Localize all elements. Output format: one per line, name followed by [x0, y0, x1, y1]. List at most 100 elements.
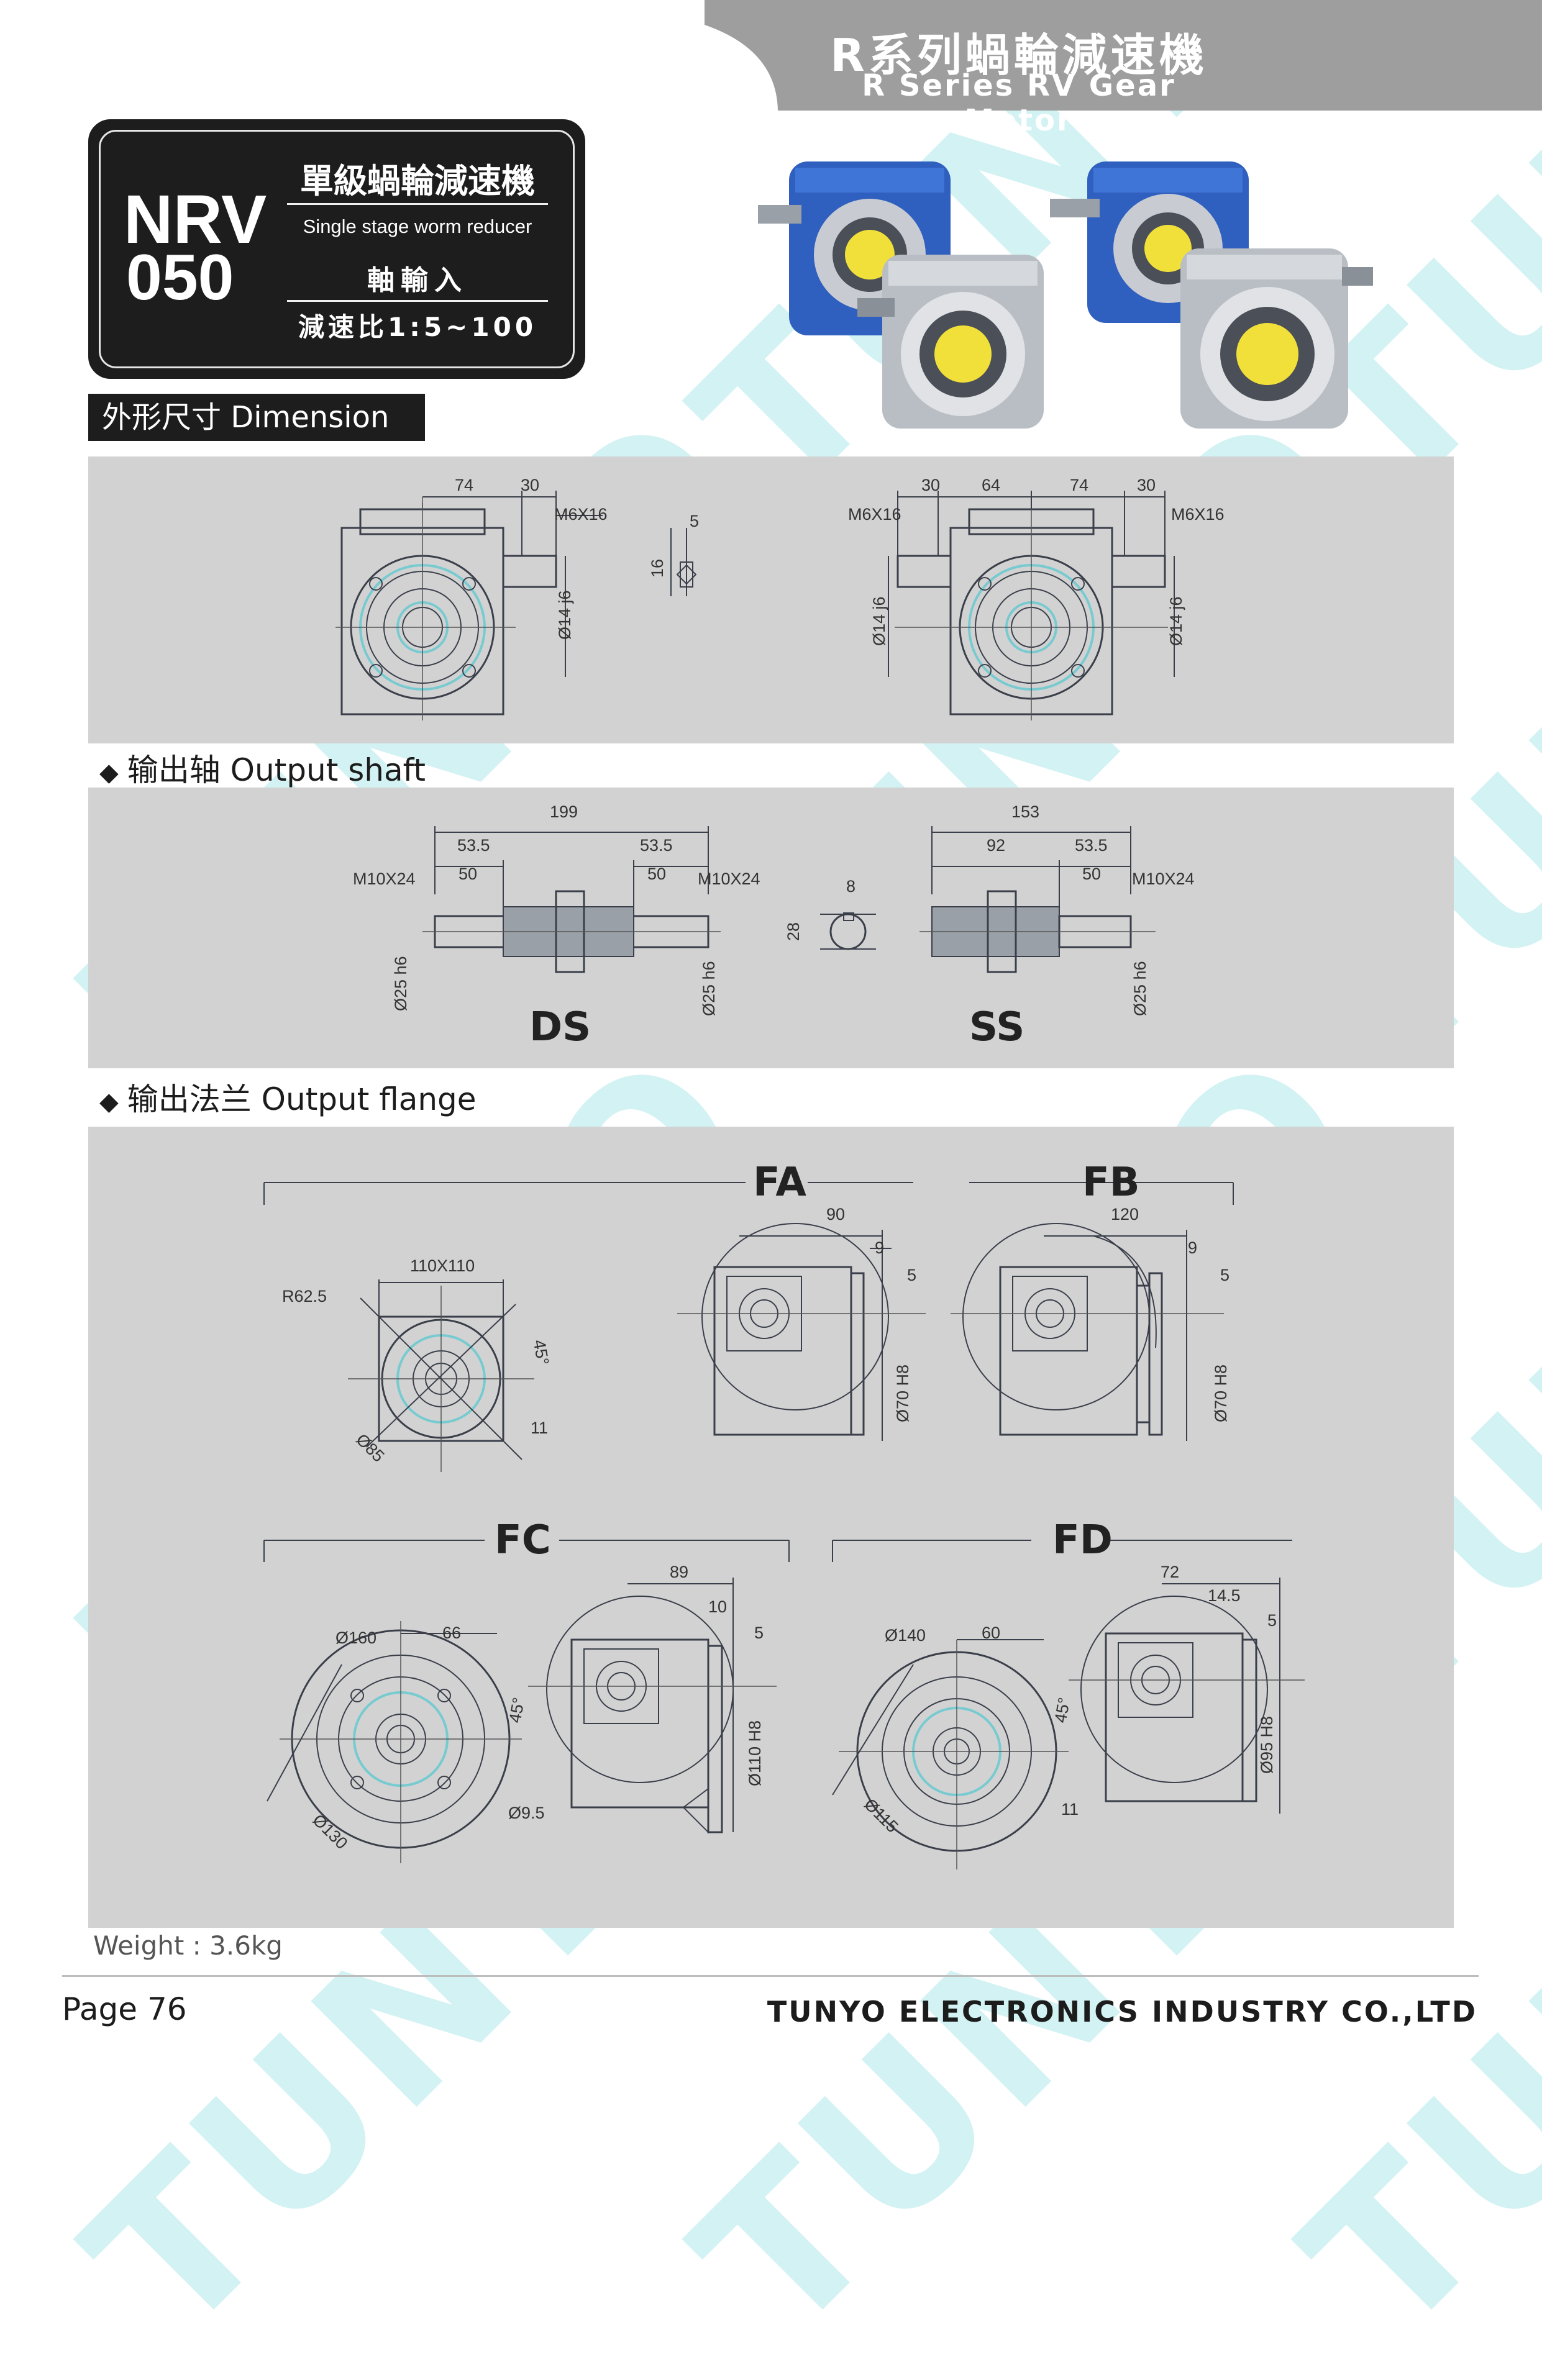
flange-fc-9-5: Ø9.5	[508, 1804, 545, 1822]
section-dimension: 外形尺寸 Dimension	[88, 394, 425, 441]
input-type: 軸輸入	[367, 265, 468, 296]
flange-fd-95: Ø95 H8	[1257, 1715, 1276, 1774]
key-detail-top	[670, 528, 697, 596]
product-photo-left	[758, 161, 1044, 429]
product-photo-right	[1050, 161, 1373, 429]
footer-rule	[62, 1975, 1479, 1977]
shaft-ds-thread-r: M10X24	[698, 870, 760, 888]
shaft-ds-total: 199	[550, 802, 578, 821]
dim-30-r2: 30	[1137, 476, 1156, 494]
dim-thread-r2: M6X16	[1171, 505, 1225, 524]
flange-fc-label: FC	[495, 1517, 551, 1563]
flange-fa-9: 9	[875, 1238, 885, 1257]
flange-fc-5: 5	[754, 1624, 764, 1642]
flange-45b: 45°	[505, 1696, 529, 1725]
flange-fc-66: 66	[442, 1624, 462, 1642]
shaft-ds-50a: 50	[458, 865, 478, 883]
shaft-ds-thread-l: M10X24	[353, 870, 416, 888]
flange-fb-5: 5	[1220, 1266, 1230, 1284]
dim-64: 64	[982, 476, 1001, 494]
reducer-type-cn: 單級蝸輪減速機	[300, 161, 535, 201]
shaft-ss-dia: Ø25 h6	[1131, 961, 1149, 1016]
flange-fa-70: Ø70 H8	[893, 1364, 912, 1422]
flange-r62-5: R62.5	[282, 1287, 327, 1306]
shaft-key-8: 8	[846, 877, 856, 896]
flange-fd-5: 5	[1267, 1611, 1277, 1630]
flange-fd-14-5: 14.5	[1208, 1586, 1241, 1605]
shaft-ds-drawing	[422, 826, 721, 973]
page-number: Page 76	[62, 1991, 187, 2027]
flange-fa-5: 5	[907, 1266, 917, 1284]
header-title-en: R Series RV Gear Motor	[862, 68, 1176, 138]
bullet-icon: ◆	[99, 758, 119, 787]
shaft-ss-50: 50	[1082, 865, 1102, 883]
dim-thread-r1: M6X16	[848, 505, 901, 524]
flange-45a: 45°	[529, 1338, 553, 1367]
flange-fc-front	[267, 1621, 522, 1863]
flange-fd-72: 72	[1161, 1563, 1180, 1581]
dim-74-r: 74	[1070, 476, 1089, 494]
flange-sq-110: 110X110	[410, 1256, 475, 1275]
model-badge: NRV 050 單級蝸輪減速機 Single stage worm reduce…	[88, 119, 585, 379]
reducer-type-en: Single stage worm reducer	[303, 216, 532, 237]
flange-fb-label: FB	[1082, 1160, 1140, 1206]
flange-fd-front	[832, 1639, 1069, 1869]
dim-thread-left: M6X16	[554, 505, 608, 524]
flange-fc-10: 10	[708, 1597, 728, 1616]
shaft-key-section	[820, 912, 876, 950]
flange-fc-side	[528, 1578, 777, 1834]
dim-shaft-r2: Ø14 j6	[1167, 596, 1185, 646]
flange-fb-70: Ø70 H8	[1211, 1364, 1230, 1422]
header-title-cn: R系列蝸輪減速機	[830, 29, 1208, 81]
model-line-1: NRV	[124, 181, 267, 258]
flange-fa-side	[677, 1223, 926, 1441]
flange-fd-140: Ø140	[885, 1626, 926, 1645]
shaft-ds-dia-l: Ø25 h6	[391, 956, 410, 1011]
flange-fc-110: Ø110 H8	[746, 1720, 764, 1786]
flange-fa-label: FA	[753, 1160, 806, 1206]
flange-fc-160: Ø160	[335, 1628, 377, 1647]
dim-key-5: 5	[690, 512, 700, 530]
flange-fb-120: 120	[1111, 1205, 1139, 1224]
shaft-ss-total: 153	[1011, 802, 1040, 821]
weight-note: Weight : 3.6kg	[93, 1930, 283, 1961]
shaft-ss-drawing	[919, 826, 1156, 973]
dim-74: 74	[455, 476, 474, 494]
flange-fb-9: 9	[1188, 1238, 1198, 1257]
bullet-icon: ◆	[99, 1088, 119, 1116]
dim-30: 30	[521, 476, 540, 494]
shaft-ss-92: 92	[987, 836, 1006, 855]
shaft-ds-53-5b: 53.5	[640, 836, 673, 855]
dimension-drawing-right	[888, 491, 1175, 720]
shaft-ds-dia-r: Ø25 h6	[700, 961, 718, 1016]
shaft-ss-thread: M10X24	[1132, 870, 1195, 888]
section-output-flange: ◆输出法兰 Output flange	[99, 1081, 477, 1117]
shaft-ds-53-5a: 53.5	[457, 836, 490, 855]
output-shaft-panel	[88, 788, 1454, 1068]
dim-key-16: 16	[648, 558, 667, 578]
dim-shaft-left: Ø14 j6	[555, 590, 574, 640]
flange-fa-90: 90	[826, 1205, 846, 1224]
ratio-range: 減速比1:5~100	[298, 312, 537, 342]
flange-fc-89: 89	[670, 1563, 689, 1581]
shaft-ss-53-5: 53.5	[1075, 836, 1108, 855]
shaft-key-28: 28	[784, 922, 803, 941]
flange-h11a: 11	[531, 1419, 549, 1437]
flange-fa-front	[348, 1279, 534, 1472]
flange-fd-side	[1069, 1578, 1305, 1814]
flange-fd-60: 60	[982, 1624, 1001, 1642]
flange-fb-side	[951, 1223, 1224, 1441]
flange-frame-lines	[263, 1182, 1292, 1562]
dim-30-r1: 30	[921, 476, 941, 494]
header-banner	[705, 0, 1542, 111]
output-flange-panel	[88, 1127, 1454, 1928]
shaft-ds-label: DS	[529, 1004, 591, 1050]
dimension-panel	[88, 456, 1454, 743]
model-line-2: 050	[126, 242, 234, 314]
dimension-drawing-left	[335, 491, 603, 720]
shaft-ds-50b: 50	[647, 865, 667, 883]
flange-fd-label: FD	[1052, 1517, 1113, 1563]
company-name: TUNYO ELECTRONICS INDUSTRY CO.,LTD	[767, 1995, 1477, 2028]
dim-shaft-r1: Ø14 j6	[870, 596, 888, 646]
flange-fd-11: 11	[1061, 1800, 1079, 1819]
